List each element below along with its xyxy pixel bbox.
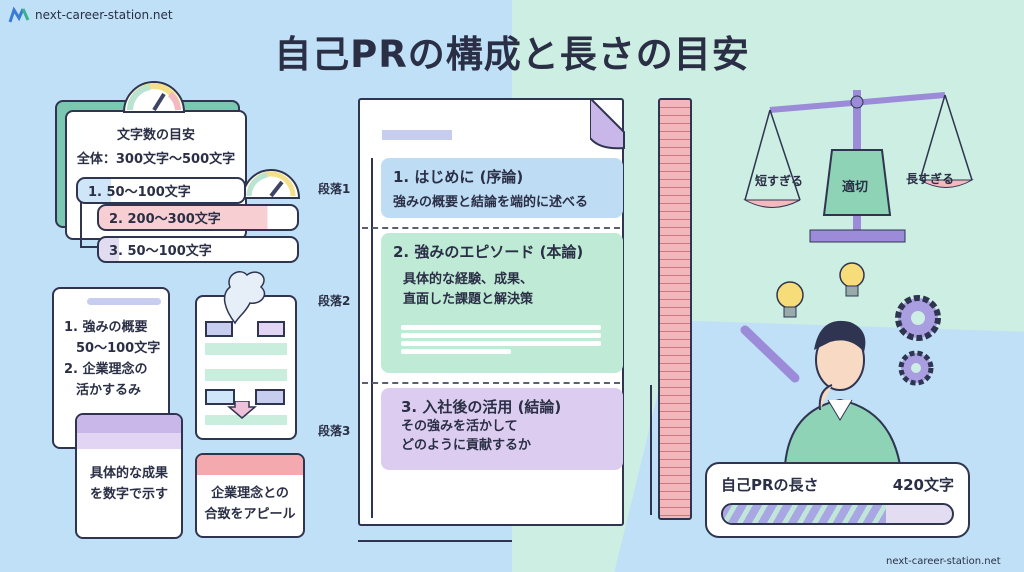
gear-icon — [895, 295, 941, 341]
lightbulb-icon — [839, 262, 865, 297]
arrow-down-icon — [227, 401, 257, 419]
section-body: どのように貢献するか — [401, 438, 532, 453]
gear-icon — [898, 350, 934, 386]
appeal-card: 企業理念との 合致をアピール — [195, 453, 305, 538]
section-intro: 1. はじめに (序論) 強みの概要と結論を端的に述べる — [381, 158, 623, 218]
ruler-measure-line — [650, 385, 652, 515]
site-logo[interactable]: next-career-station.net — [8, 6, 173, 24]
results-line: を数字で示す — [89, 487, 168, 502]
logo-icon — [8, 6, 30, 23]
doc-header-bar — [382, 130, 452, 140]
paragraph-label-1: 段落1 — [318, 182, 351, 196]
section-title: 2. 強みのエピソード (本論) — [393, 243, 584, 261]
section-body: 具体的な経験、成果、 — [403, 272, 534, 287]
guide-item-1: 1. 50〜100文字 — [76, 177, 246, 204]
outline-line: 2. 企業理念の — [64, 362, 148, 377]
results-card: 具体的な成果 を数字で示す — [75, 413, 183, 539]
width-measure-line — [358, 540, 512, 542]
guide-heading: 文字数の目安 — [116, 128, 195, 143]
balance-scale-icon — [743, 90, 974, 243]
footer-watermark: next-career-station.net — [886, 556, 1001, 567]
balance-too-short: 短すぎる — [755, 174, 804, 188]
outline-line: 活かするみ — [76, 383, 142, 398]
outline-line: 1. 強みの概要 — [64, 320, 148, 335]
length-progress-bar — [721, 503, 954, 525]
tree-connector — [80, 200, 98, 248]
paragraph-axis — [371, 158, 373, 518]
note-header-bar — [87, 298, 161, 305]
section-body: 強みの概要と結論を端的に述べる — [393, 195, 589, 210]
length-value: 420文字 — [892, 476, 954, 494]
guide-item-2: 2. 200〜300文字 — [97, 204, 299, 231]
balance-appropriate: 適切 — [842, 180, 869, 195]
thought-cloud-icon — [223, 271, 266, 325]
results-line: 具体的な成果 — [89, 466, 168, 481]
outline-line: 50〜100文字 — [76, 341, 161, 356]
thinking-person-illustration — [740, 262, 941, 465]
paragraph-label-2: 段落2 — [318, 294, 351, 308]
section-body: 直面した課題と解決策 — [403, 292, 534, 307]
section-title: 1. はじめに (序論) — [393, 168, 524, 186]
section-body-episode: 2. 強みのエピソード (本論) 具体的な経験、成果、直面した課題と解決策 — [381, 233, 623, 373]
appeal-line: 企業理念との — [211, 486, 289, 501]
flow-diagram-card — [195, 295, 297, 440]
ruler — [658, 98, 692, 520]
length-label: 自己PRの長さ — [721, 476, 819, 494]
length-meter-card: 自己PRの長さ 420文字 — [705, 462, 970, 538]
balance-too-long: 長すぎる — [906, 172, 955, 186]
appeal-line: 合致をアピール — [204, 507, 296, 522]
site-name: next-career-station.net — [35, 8, 173, 22]
guide-item-3: 3. 50〜100文字 — [97, 236, 299, 263]
section-title: 3. 入社後の活用 (結論) — [401, 398, 562, 416]
paragraph-label-3: 段落3 — [318, 424, 351, 438]
lightbulb-icon — [776, 281, 804, 318]
page-fold-icon — [590, 98, 625, 150]
length-progress-fill — [723, 505, 886, 523]
gauge-icon-small — [241, 169, 301, 199]
section-divider — [362, 227, 620, 229]
section-body: その強みを活かして — [401, 419, 518, 434]
section-conclusion: 3. 入社後の活用 (結論) その強みを活かしてどのように貢献するか — [381, 388, 623, 470]
page-title: 自己PRの構成と長さの目安 — [274, 33, 750, 76]
section-divider — [362, 382, 620, 384]
pen-icon — [740, 325, 800, 383]
gauge-icon — [122, 81, 186, 113]
guide-total: 全体：300文字〜500文字 — [76, 152, 236, 167]
